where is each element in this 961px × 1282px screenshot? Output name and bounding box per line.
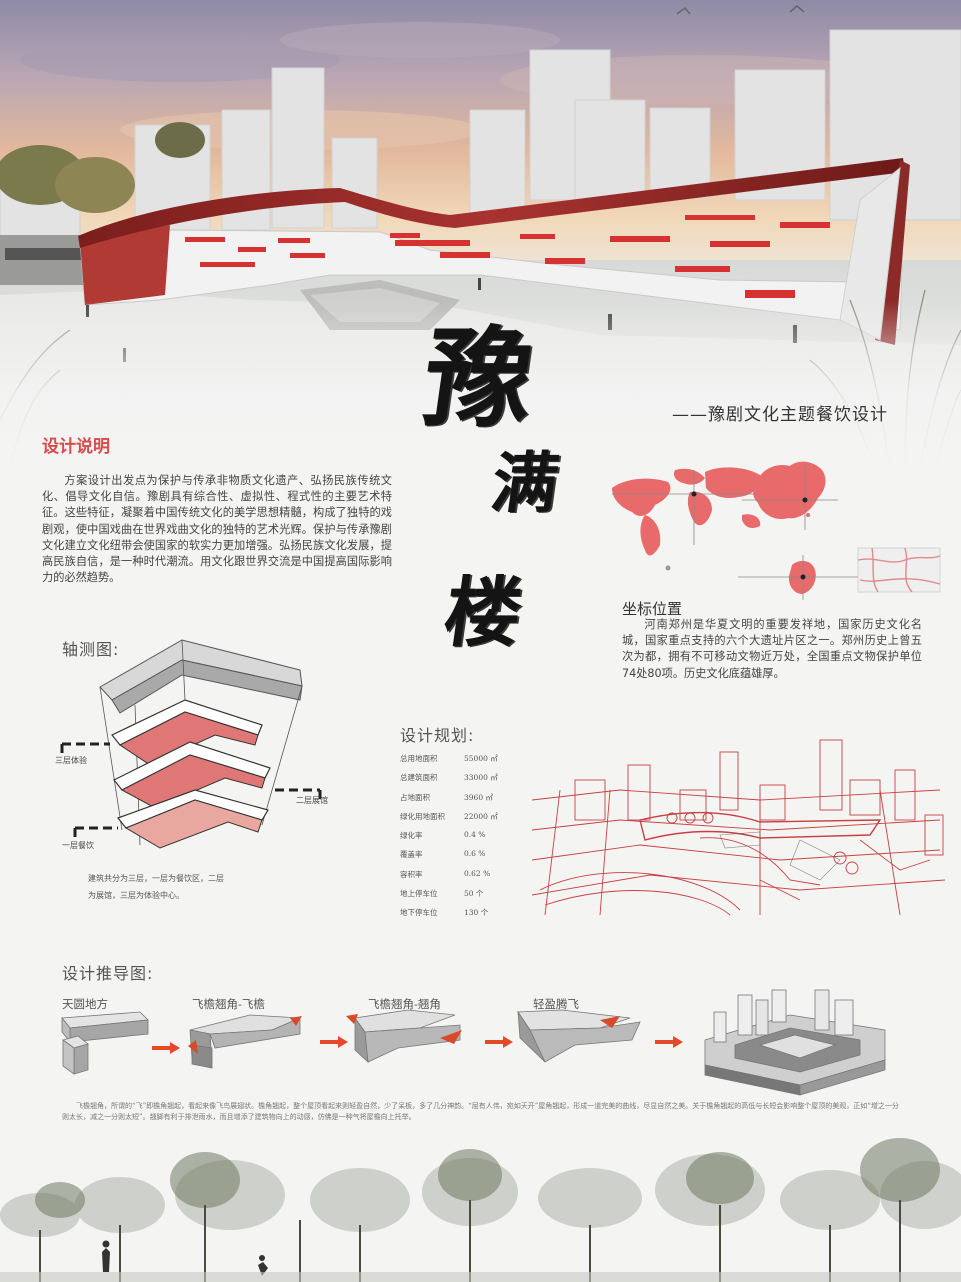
subtitle: ——豫剧文化主题餐饮设计 [672,405,888,425]
location-body: 河南郑州是华夏文明的重要发祥地，国家历史文化名城，国家重点支持的六个大遗址片区之… [622,618,922,680]
step-label-1: 天圆地方 [62,997,108,1011]
tree-silhouettes [0,1138,961,1282]
design-description-heading: 设计说明 [42,437,110,457]
location-heading: 坐标位置 [622,600,683,618]
stat-value: 50 个 [464,889,484,899]
title-char-3: 楼 [438,568,528,657]
stats-table: 总用地面积 55000 ㎡ 总建筑面积 33000 ㎡ 占地面积 3960 ㎡ 绿化用… [400,753,540,927]
stat-value: 33000 ㎡ [464,773,498,783]
axonometric-note: 建筑共分为三层，一层为餐饮区，二层 为展馆，三层为体验中心。 [88,870,238,904]
title-char-2: 满 [486,444,564,522]
stat-label: 覆盖率 [400,850,423,860]
stat-value: 0.62 % [464,868,491,878]
floor1-label: 一层餐饮 [62,841,94,850]
stat-row: 地下停车位 130 个 [400,907,540,926]
stat-label: 绿化用地面积 [400,811,445,821]
step-label-4: 轻盈腾飞 [533,997,579,1011]
stat-row: 覆盖率 0.6 % [400,849,540,868]
stat-row: 绿化用地面积 22000 ㎡ [400,811,540,830]
stat-label: 绿化率 [400,831,423,841]
world-map-icon [612,467,761,556]
stat-label: 地下停车位 [400,908,438,918]
hero-fade [0,300,961,470]
stat-row: 总用地面积 55000 ㎡ [400,753,540,772]
stat-label: 容积率 [400,869,423,879]
stat-row: 占地面积 3960 ㎡ [400,792,540,811]
step-label-2: 飞檐翘角-飞檐 [192,997,265,1011]
stat-value: 0.6 % [464,849,486,859]
stat-row: 容积率 0.62 % [400,869,540,888]
stat-row: 绿化率 0.4 % [400,830,540,849]
stat-row: 地上停车位 50 个 [400,888,540,907]
stat-label: 总建筑面积 [400,773,438,783]
derivation-heading: 设计推导图: [62,964,154,983]
stat-row: 总建筑面积 33000 ㎡ [400,772,540,791]
stat-value: 22000 ㎡ [464,811,498,821]
stat-value: 130 个 [464,908,489,918]
stat-value: 3960 ㎡ [464,792,493,802]
axonometric-note-line: 建筑共分为三层，一层为餐饮区，二层 [88,874,224,883]
stat-label: 占地面积 [400,792,430,802]
hero-rendering [0,0,961,470]
title-char-1: 豫 [416,316,542,442]
axonometric-heading: 轴测图: [62,640,120,659]
derivation-note: 飞檐翘角，所谓的“飞”即檐角翘起，看起来像飞鸟展翅状。檐角翘起，整个屋顶看起来则… [62,1102,899,1121]
floor3-label: 三层体验 [55,756,87,765]
design-description-body: 方案设计出发点为保护与传承非物质文化遗产、弘扬民族传统文化、倡导文化自信。豫剧具… [42,474,392,585]
axonometric-note-line: 为展馆，三层为体验中心。 [88,891,184,900]
step-label-3: 飞檐翘角-翘角 [368,997,441,1011]
stat-value: 55000 ㎡ [464,754,498,763]
henan-map-icon [788,560,816,594]
floor2-label: 二层展馆 [296,796,328,805]
stat-label: 地上停车位 [400,889,438,899]
stat-value: 0.4 % [464,830,486,840]
stat-label: 总用地面积 [400,754,438,763]
china-map-icon [753,461,826,520]
design-plan-heading: 设计规划: [400,726,475,745]
